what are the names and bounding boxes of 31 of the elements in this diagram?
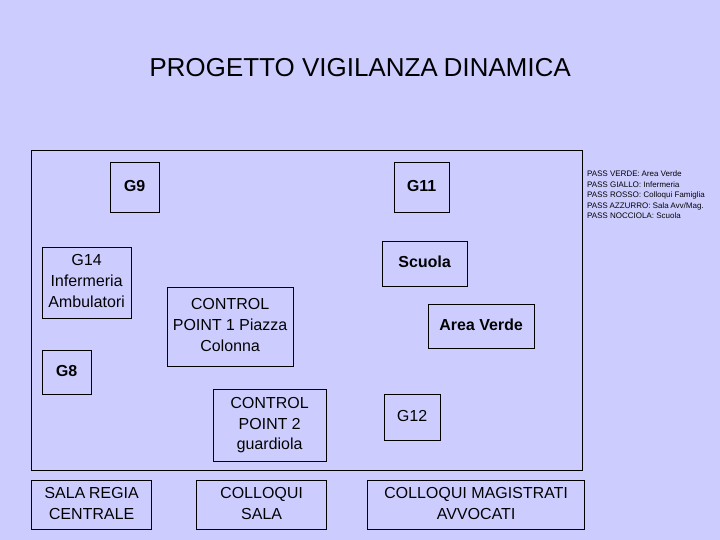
area-box: [382, 240, 468, 286]
area-box: [166, 286, 294, 366]
area-box: [367, 480, 585, 530]
pass-note: PASS GIALLO: Infermeria: [587, 180, 680, 190]
pass-note: PASS NOCCIOLA: Scuola: [587, 211, 682, 222]
area-box: [110, 162, 160, 212]
area-box: [212, 388, 326, 462]
title: PROGETTO VIGILANZA DINAMICA: [148, 52, 572, 83]
area-label: Area Verde: [439, 316, 523, 336]
area-box: [196, 480, 327, 530]
area-box: [31, 480, 152, 530]
area-label: SALA REGIA CENTRALE: [43, 484, 140, 525]
area-label: Scuola: [398, 253, 451, 274]
area-label: G12: [396, 406, 428, 427]
area-label: COLLOQUI SALA: [219, 484, 304, 525]
area-box: [428, 304, 534, 348]
area-box: [42, 246, 132, 318]
area-label: G9: [124, 176, 146, 197]
site-boundary-box: [31, 150, 583, 471]
area-label: CONTROL POINT 1 Piazza Colonna: [172, 295, 288, 357]
area-box: [42, 350, 92, 394]
area-label: G14 Infermeria Ambulatori: [47, 251, 126, 313]
area-box: [394, 162, 450, 212]
pass-note: PASS AZZURRO: Sala Avv/Mag.: [587, 200, 705, 211]
area-label: COLLOQUI MAGISTRATI AVVOCATI: [383, 484, 569, 525]
area-label: G11: [406, 176, 436, 197]
area-label: G8: [56, 362, 78, 382]
area-box: [384, 394, 440, 440]
pass-note: PASS ROSSO: Colloqui Famiglia: [587, 190, 705, 200]
pass-note: PASS VERDE: Area Verde: [587, 169, 683, 180]
area-label: CONTROL POINT 2 guardiola: [229, 394, 310, 456]
